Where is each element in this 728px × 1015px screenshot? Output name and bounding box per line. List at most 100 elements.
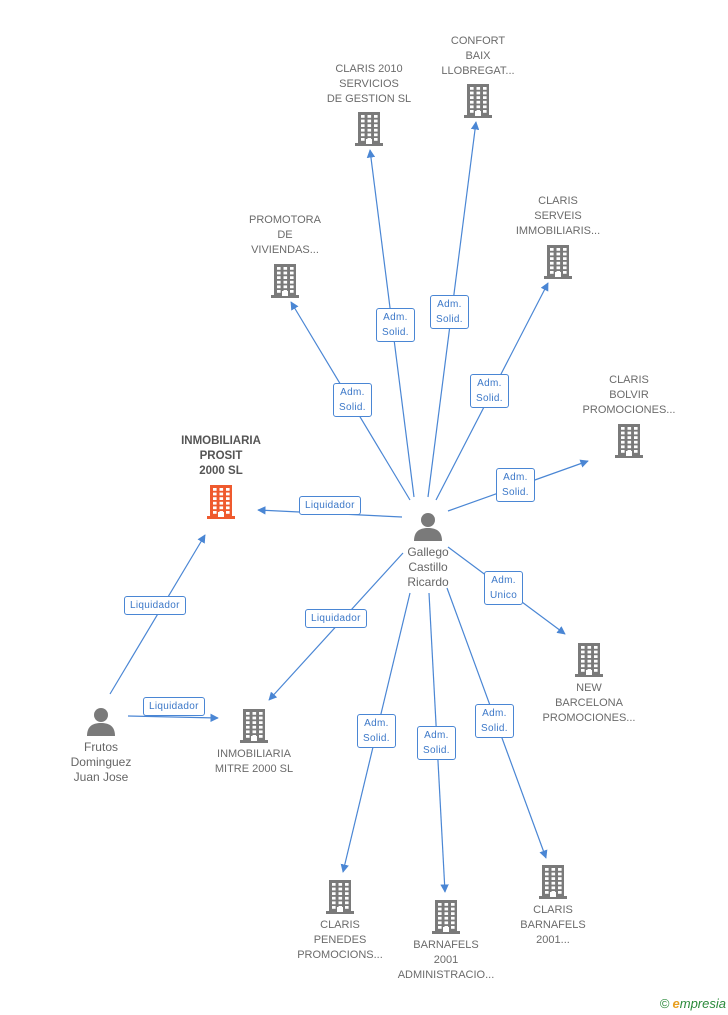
edge-label-bclaris[interactable]: Adm. Solid. — [475, 704, 514, 738]
edge-label-mitre[interactable]: Liquidador — [305, 609, 367, 628]
edge-label-line: Adm. — [383, 312, 408, 323]
person-icon — [358, 511, 498, 541]
node-bolvir[interactable]: CLARIS BOLVIR PROMOCIONES... — [559, 373, 699, 458]
edge-label-line: Adm. — [364, 718, 389, 729]
edge-label-line: Solid. — [481, 723, 508, 734]
footer-brand: ©empresia — [660, 996, 726, 1011]
brand-logo-text: mpresia — [679, 996, 726, 1011]
node-label-line: PENEDES — [313, 934, 367, 946]
node-label-line: Frutos — [83, 740, 118, 754]
edge-label-line: Solid. — [382, 327, 409, 338]
edge-label-line: Solid. — [502, 487, 529, 498]
building-icon — [215, 264, 355, 298]
edge-label-prosit[interactable]: Liquidador — [299, 496, 361, 515]
node-label: CLARIS BOLVIR PROMOCIONES... — [559, 373, 699, 418]
node-label-line: CLARIS — [320, 919, 360, 931]
edge-label-line: Adm. — [340, 387, 365, 398]
node-confort[interactable]: CONFORT BAIX LLOBREGAT... — [408, 34, 548, 118]
building-icon — [299, 112, 439, 146]
edge-label-line: Solid. — [339, 402, 366, 413]
node-label-line: CLARIS — [609, 374, 649, 386]
edge-line-frutos-mitre — [127, 713, 219, 723]
edge-label-line: Adm. — [491, 575, 516, 586]
edge-label-line: Adm. — [477, 378, 502, 389]
edge-label-line: Adm. — [424, 730, 449, 741]
edge-label-line: Unico — [490, 590, 518, 601]
node-label-line: INMOBILIARIA — [181, 435, 261, 447]
node-label-line: SERVICIOS — [339, 78, 399, 90]
node-label-line: PROMOCIONES... — [542, 712, 636, 724]
node-label-line: 2001... — [536, 934, 570, 946]
node-label-line: CLARIS 2010 — [335, 63, 403, 75]
edge-label-line: Solid. — [436, 314, 463, 325]
edge-label-serveis[interactable]: Adm.Solid. — [470, 374, 509, 408]
edge-label-promotora[interactable]: Adm. Solid. — [333, 383, 372, 417]
building-icon — [408, 84, 548, 118]
edge-label-bolvir[interactable]: Adm. Solid. — [496, 468, 535, 502]
node-label-line: PROMOCIONES... — [582, 404, 676, 416]
edge-label-line: Liquidador — [149, 701, 199, 712]
node-label-line: BAIX — [465, 50, 491, 62]
node-label-line: Dominguez — [70, 755, 132, 769]
building-icon — [376, 900, 516, 934]
copyright-symbol: © — [659, 996, 670, 1011]
node-label-line: Gallego — [407, 545, 449, 559]
building-icon — [151, 485, 291, 519]
edge-label-frutos-mitre[interactable]: Liquidador — [143, 697, 205, 716]
edge-label-line: Adm. — [437, 299, 462, 310]
node-label-line: DE — [277, 229, 293, 241]
building-icon — [559, 424, 699, 458]
node-label-line: BOLVIR — [609, 389, 649, 401]
node-label-line: ADMINISTRACIO... — [397, 969, 495, 981]
edge-label-frutos-prosit[interactable]: Liquidador — [124, 596, 186, 615]
node-label-line: CLARIS — [533, 904, 573, 916]
edge-label-penedes[interactable]: Adm. Solid. — [357, 714, 396, 748]
node-label-line: MITRE 2000 SL — [214, 763, 294, 775]
edge-label-claris2010[interactable]: Adm. Solid. — [376, 308, 415, 342]
edge-label-newbarc[interactable]: Adm. Unico — [484, 571, 524, 605]
node-label-line: Castillo — [408, 560, 448, 574]
node-label-line: VIVIENDAS... — [251, 244, 319, 256]
node-label-line: DE GESTION SL — [326, 93, 412, 105]
building-icon — [184, 709, 324, 743]
node-label-line: 2000 SL — [199, 465, 243, 477]
node-label-line: Juan Jose — [73, 770, 129, 784]
edge-label-line: Adm. — [503, 472, 528, 483]
node-label-line: NEW — [576, 682, 602, 694]
edge-label-line: Solid. — [423, 745, 450, 756]
building-icon — [270, 880, 410, 914]
node-label-line: LLOBREGAT... — [441, 65, 515, 77]
edge-label-line: Liquidador — [311, 613, 361, 624]
building-icon — [488, 245, 628, 279]
edge-label-line: Adm. — [482, 708, 507, 719]
node-label-line: CONFORT — [450, 35, 506, 47]
edge-label-line: Solid. — [363, 733, 390, 744]
node-label-line: BARNAFELS — [413, 939, 479, 951]
building-icon — [483, 865, 623, 899]
edge-label-confort[interactable]: Adm. Solid. — [430, 295, 469, 329]
node-label: CONFORT BAIX LLOBREGAT... — [408, 34, 548, 79]
edge-label-badmin[interactable]: Adm. Solid. — [417, 726, 456, 760]
brand-logo-e: e — [672, 996, 680, 1011]
